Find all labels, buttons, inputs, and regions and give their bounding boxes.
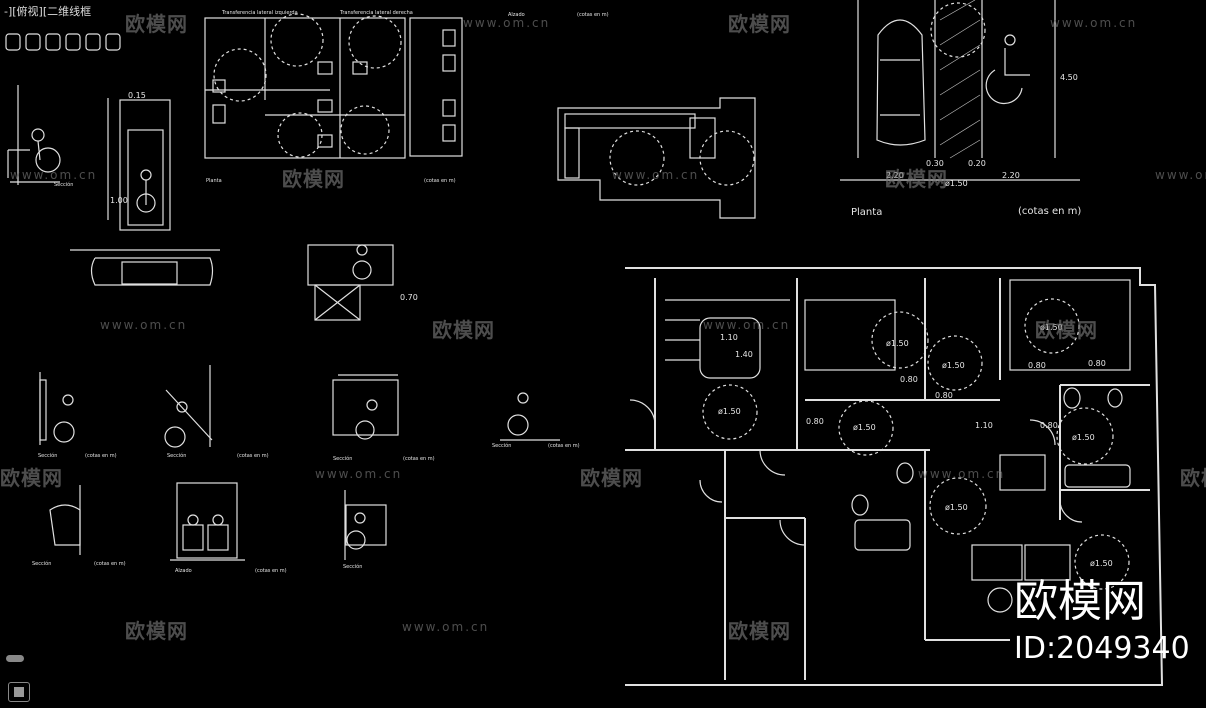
label-seccion-5: Sección xyxy=(492,442,511,449)
model-id: ID:2049340 xyxy=(1014,631,1190,666)
dim-020: 0.20 xyxy=(968,159,986,168)
sections-bottom-row xyxy=(49,482,387,561)
dim-080-e: 0.80 xyxy=(1088,359,1106,368)
watermark-brand: 欧模网 xyxy=(1180,466,1206,490)
label-cotas-4: (cotas en m) xyxy=(403,456,435,462)
watermark-url: www.om.cn xyxy=(918,467,1006,481)
dim-d150-c: ø1.50 xyxy=(886,339,909,348)
watermark-brand: 欧模网 xyxy=(728,619,791,643)
dim-015: 0.15 xyxy=(128,91,146,100)
dim-220-right: 2.20 xyxy=(1002,171,1020,180)
dim-d150-d: ø1.50 xyxy=(942,361,965,370)
label-alzado-2: Alzado xyxy=(175,568,192,574)
watermark-url: www.om.cn xyxy=(463,16,551,30)
ucs-icon[interactable] xyxy=(6,655,24,662)
apartment-furniture xyxy=(665,279,1131,613)
dim-d150-h: ø1.50 xyxy=(1090,559,1113,568)
watermark-brand: 欧模网 xyxy=(282,167,345,191)
dim-d150-e: ø1.50 xyxy=(1040,323,1063,332)
watermark-url: www.om.cn xyxy=(1050,16,1138,30)
plan-washrooms xyxy=(204,17,463,159)
dim-d150-b: ø1.50 xyxy=(853,423,876,432)
watermark-url: www.om.cn xyxy=(402,620,490,634)
plan-parking xyxy=(840,0,1080,181)
watermark-brand: 欧模网 xyxy=(125,619,188,643)
watermark-url: www.om.cn xyxy=(703,318,791,332)
square-icon xyxy=(14,687,24,697)
label-seccion-3: Sección xyxy=(167,452,186,459)
dim-080-a: 0.80 xyxy=(806,417,824,426)
viewport-toggle-icon[interactable] xyxy=(8,682,30,702)
label-cotas-top: (cotas en m) xyxy=(577,12,609,18)
dim-110: 1.10 xyxy=(720,333,738,342)
dim-d150-g: ø1.50 xyxy=(945,503,968,512)
turning-circle-parking xyxy=(930,2,986,58)
plan-counter xyxy=(70,249,220,286)
turning-circles-apartment xyxy=(702,298,1130,590)
watermark-url: www.om.cn xyxy=(612,168,700,182)
label-lateral-left: Transferencia lateral izquierda xyxy=(221,10,298,16)
label-cotas-5: (cotas en m) xyxy=(548,443,580,449)
dim-080-d: 0.80 xyxy=(1028,361,1046,370)
wheelchair-icon-row xyxy=(5,33,121,51)
dim-080-b: 0.80 xyxy=(900,375,918,384)
dim-d150-f: ø1.50 xyxy=(1072,433,1095,442)
dim-140: 1.40 xyxy=(735,350,753,359)
watermark-brand: 欧模网 xyxy=(728,12,791,36)
dim-080-c: 0.80 xyxy=(935,391,953,400)
label-alzado: Alzado xyxy=(508,12,525,18)
watermark-brand: 欧模网 xyxy=(0,466,63,490)
label-seccion-6: Sección xyxy=(32,560,51,567)
label-cotas-washroom: (cotas en m) xyxy=(424,178,456,184)
watermark-url: www.om.cn xyxy=(1155,168,1206,182)
dim-100: 1.00 xyxy=(110,196,128,205)
dim-080-f: 0.80 xyxy=(1040,421,1058,430)
plan-kitchen xyxy=(557,97,756,219)
label-planta-parking: Planta xyxy=(851,207,882,218)
viewport-controls-label[interactable]: -][俯视][二维线框 xyxy=(4,5,92,18)
plan-small-wheelchair xyxy=(307,244,394,321)
label-seccion-2: Sección xyxy=(38,452,57,459)
label-cotas-parking: (cotas en m) xyxy=(1018,206,1081,217)
watermark-brand: 欧模网 xyxy=(885,167,948,191)
watermark-brand: 欧模网 xyxy=(125,12,188,36)
watermark-url: www.om.cn xyxy=(100,318,188,332)
turning-circles-kitchen xyxy=(609,130,755,186)
watermark-url: www.om.cn xyxy=(315,467,403,481)
plan-apartment xyxy=(625,267,1164,686)
label-cotas-2: (cotas en m) xyxy=(85,453,117,459)
parking-hatch xyxy=(939,0,981,159)
turning-circles-washroom xyxy=(213,13,402,158)
label-planta-washroom: Planta xyxy=(206,178,222,184)
sections-reach-ranges xyxy=(39,365,560,448)
dim-070: 0.70 xyxy=(400,293,418,302)
dim-030: 0.30 xyxy=(926,159,944,168)
dim-450: 4.50 xyxy=(1060,73,1078,82)
label-seccion-7: Sección xyxy=(343,563,362,570)
door-swings xyxy=(629,399,1083,546)
section-wheelchair-desk xyxy=(7,85,61,185)
brand-logo-text: 欧模网 xyxy=(1014,576,1146,627)
label-seccion-1: Sección xyxy=(54,181,73,188)
label-cotas-6: (cotas en m) xyxy=(94,561,126,567)
label-cotas-3: (cotas en m) xyxy=(237,453,269,459)
section-elevator xyxy=(107,98,171,231)
dim-220-left: 2.20 xyxy=(886,171,904,180)
label-lateral-right: Transferencia lateral derecha xyxy=(339,10,413,16)
dim-110-b: 1.10 xyxy=(975,421,993,430)
watermark-brand: 欧模网 xyxy=(432,318,495,342)
label-seccion-4: Sección xyxy=(333,455,352,462)
dim-150-parking: ø1.50 xyxy=(945,179,968,188)
dim-d150-a: ø1.50 xyxy=(718,407,741,416)
watermark-brand: 欧模网 xyxy=(580,466,643,490)
watermark-brand: 欧模网 xyxy=(1035,318,1098,342)
watermark-url: www.om.cn xyxy=(10,168,98,182)
label-cotas-7: (cotas en m) xyxy=(255,568,287,574)
